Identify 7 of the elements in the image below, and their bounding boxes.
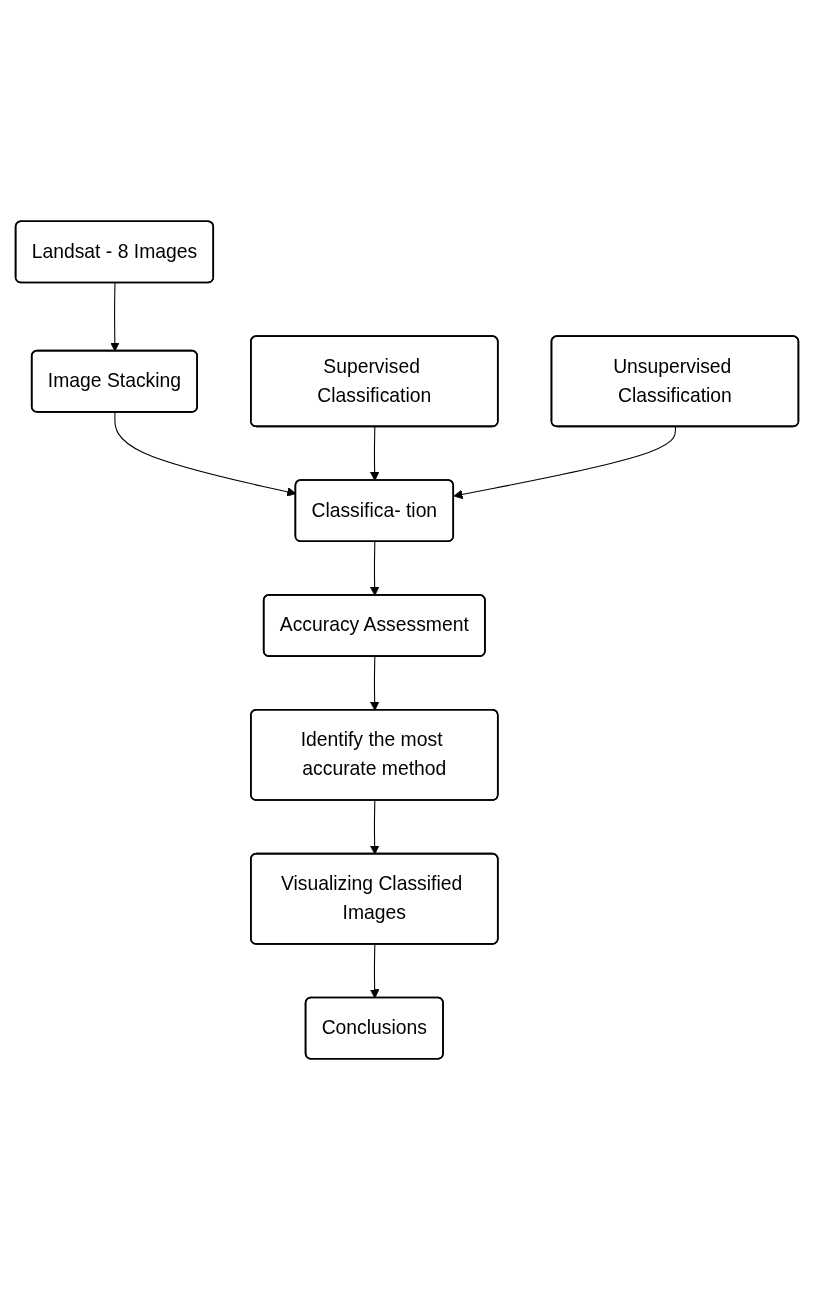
arrow — [369, 800, 379, 855]
arrow — [369, 656, 379, 711]
arrow — [369, 943, 379, 999]
arrow — [109, 282, 120, 352]
arrow — [369, 541, 379, 596]
arrow — [452, 426, 676, 500]
arrow — [369, 426, 379, 481]
